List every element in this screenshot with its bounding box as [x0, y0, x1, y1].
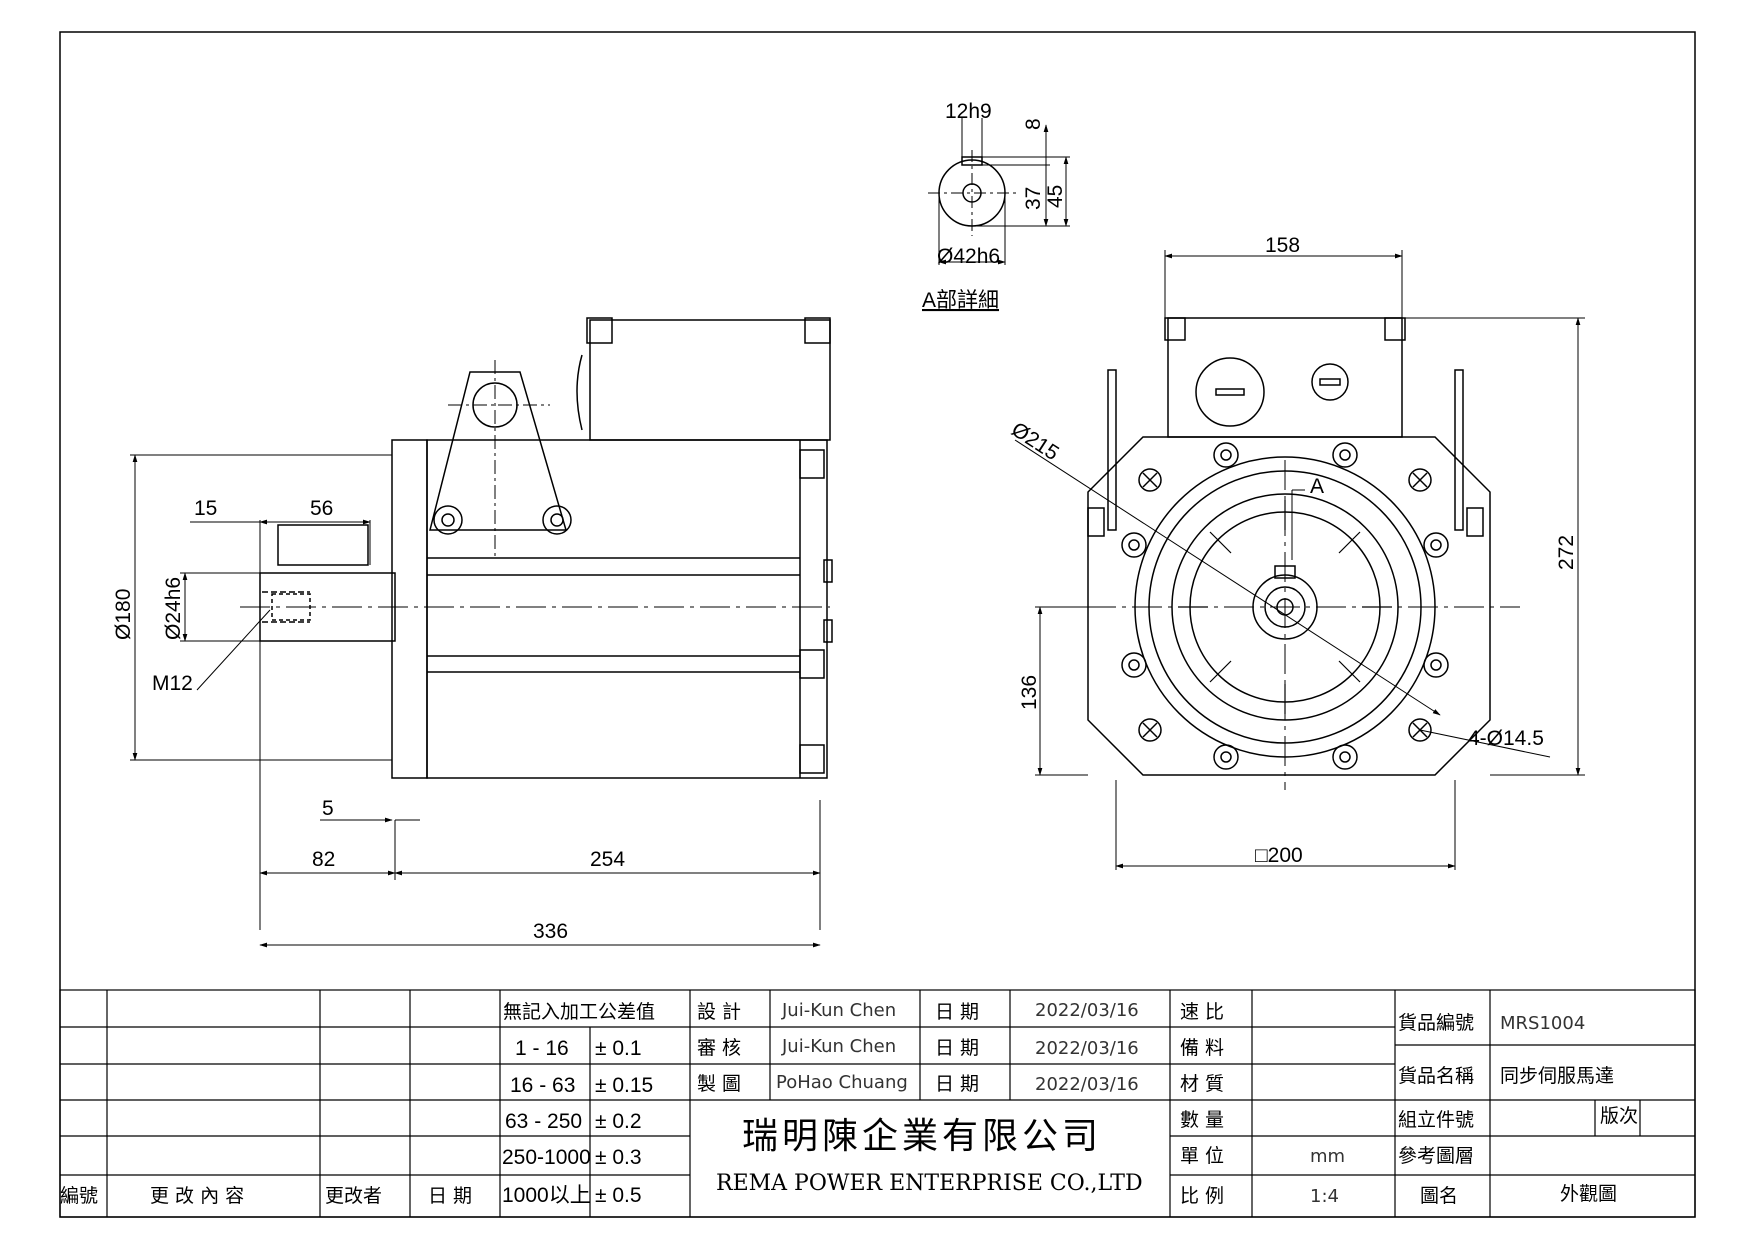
dim-15: 15 [194, 497, 217, 520]
part-name-label: 貨品名稱 [1398, 1065, 1474, 1087]
scale-value: 1:4 [1310, 1186, 1339, 1207]
dim-45: 45 [1044, 185, 1067, 208]
dim-pilot-dia: Ø24h6 [162, 577, 185, 640]
unit-label: 單 位 [1180, 1145, 1224, 1167]
draw-name: PoHao Chuang [776, 1072, 908, 1093]
assembly-label: 組立件號 [1398, 1109, 1474, 1131]
scale-label: 比 例 [1180, 1185, 1224, 1207]
version-label: 版次 [1600, 1105, 1638, 1127]
dim-336: 336 [533, 920, 568, 943]
company-name-en: REMA POWER ENTERPRISE CO.,LTD [716, 1171, 1143, 1196]
title-block-grid [59, 989, 1696, 1218]
drawing-name: 外觀圖 [1560, 1183, 1617, 1205]
unit-value: mm [1310, 1146, 1345, 1167]
dim-5: 5 [322, 797, 334, 820]
ref-label: 參考圖層 [1398, 1145, 1474, 1167]
rev-by-header: 更改者 [325, 1185, 382, 1207]
tol-range-1: 1 - 16 [515, 1037, 569, 1060]
draw-label: 製 圖 [697, 1073, 741, 1095]
design-label: 設 計 [697, 1001, 741, 1023]
dim-center-height-136: 136 [1018, 675, 1041, 710]
dim-82: 82 [312, 848, 335, 871]
review-date: 2022/03/16 [1035, 1038, 1139, 1059]
side-view [130, 317, 833, 948]
dim-height-272: 272 [1555, 535, 1578, 570]
detail-a-label: A部詳細 [922, 289, 999, 312]
material-label: 材 質 [1180, 1073, 1224, 1095]
qty-label: 數 量 [1180, 1109, 1224, 1131]
dim-pcd-215: Ø215 [1007, 418, 1063, 465]
shaft-detail-a [928, 118, 1070, 265]
company-name-cn: 瑞明陳企業有限公司 [742, 1116, 1102, 1157]
tol-value-5: ± 0.5 [595, 1184, 642, 1207]
review-label: 審 核 [697, 1037, 741, 1059]
tolerance-title: 無記入加工公差值 [503, 1001, 655, 1023]
rev-date-header: 日 期 [428, 1185, 472, 1207]
review-date-label: 日 期 [935, 1037, 979, 1059]
rev-no-header: 編號 [60, 1185, 98, 1207]
tol-range-4: 250-1000 [502, 1146, 591, 1169]
design-date: 2022/03/16 [1035, 1000, 1139, 1021]
drawing-name-label: 圖名 [1420, 1185, 1458, 1207]
dim-keyway-width: 12h9 [945, 100, 992, 123]
ratio-label: 速 比 [1180, 1001, 1224, 1023]
design-date-label: 日 期 [935, 1001, 979, 1023]
tol-value-4: ± 0.3 [595, 1146, 642, 1169]
dim-56: 56 [310, 497, 333, 520]
spare-label: 備 料 [1180, 1037, 1224, 1059]
tol-value-1: ± 0.1 [595, 1037, 642, 1060]
part-name: 同步伺服馬達 [1500, 1065, 1614, 1087]
dim-width-158: 158 [1265, 234, 1300, 257]
dim-flange-square: □200 [1255, 844, 1303, 867]
tol-range-3: 63 - 250 [505, 1110, 582, 1133]
tol-range-2: 16 - 63 [510, 1074, 575, 1097]
tol-value-3: ± 0.2 [595, 1110, 642, 1133]
part-no-label: 貨品編號 [1398, 1012, 1474, 1034]
section-a-label: A [1310, 475, 1324, 498]
dim-shaft-dia: Ø42h6 [937, 245, 1000, 268]
dim-254: 254 [590, 848, 625, 871]
tol-range-5: 1000以上 [502, 1184, 591, 1207]
thread-label: M12 [152, 672, 193, 695]
dim-mount-holes: 4-Ø14.5 [1468, 727, 1544, 750]
dim-keyway-depth: 8 [1022, 118, 1045, 130]
draw-date: 2022/03/16 [1035, 1074, 1139, 1095]
part-no: MRS1004 [1500, 1013, 1585, 1034]
tol-value-2: ± 0.15 [595, 1074, 653, 1097]
rev-content-header: 更 改 內 容 [150, 1185, 244, 1207]
design-name: Jui-Kun Chen [781, 1000, 896, 1021]
front-view [1014, 250, 1585, 870]
draw-date-label: 日 期 [935, 1073, 979, 1095]
dim-flange-dia-180: Ø180 [112, 589, 135, 640]
dim-37: 37 [1022, 187, 1045, 210]
review-name: Jui-Kun Chen [781, 1036, 896, 1057]
